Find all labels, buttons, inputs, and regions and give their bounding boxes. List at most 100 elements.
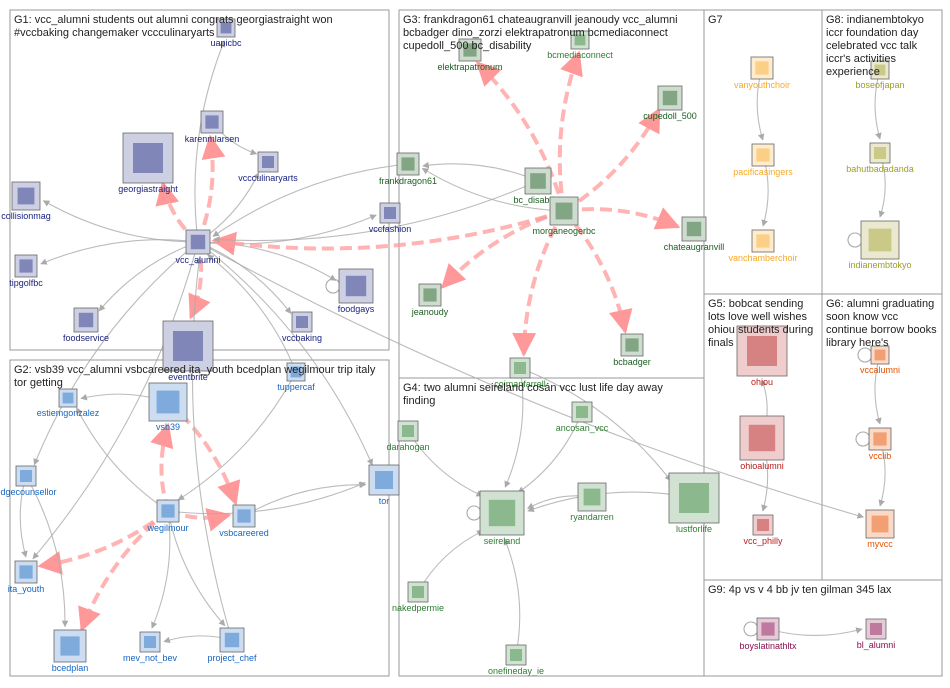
node-ryandarren[interactable]: ryandarren <box>570 482 614 522</box>
group-title-g8-line-2: celebrated vcc talk <box>826 40 918 52</box>
node-seireland[interactable]: seireland <box>479 490 525 546</box>
avatar-myvcc[interactable] <box>865 509 895 539</box>
node-elektrapatronum[interactable]: elektrapatronum <box>437 38 503 72</box>
node-label-bcmediaconnect: bcmediaconnect <box>547 50 613 60</box>
node-project_chef[interactable]: project_chef <box>207 627 257 663</box>
node-boseofjapan[interactable]: boseofjapan <box>855 60 905 90</box>
avatar-image-boseofjapan <box>874 64 886 76</box>
node-ohiou[interactable]: ohiou <box>736 325 788 387</box>
group-title-g2-line-1: tor getting <box>14 377 63 389</box>
node-label-foodgays: foodgays <box>338 304 375 314</box>
node-coimanfarrell[interactable]: coimanfarrell <box>494 357 546 389</box>
node-darahogan[interactable]: darahogan <box>386 420 430 452</box>
node-label-bahutbadadanda: bahutbadadanda <box>846 164 914 174</box>
group-titles: G1: vcc_alumni students out alumni congr… <box>14 14 937 596</box>
avatar-image-ohiou <box>747 336 777 366</box>
node-vcc_alumni[interactable]: vcc_alumni <box>175 229 221 265</box>
avatar-image-bcedplan <box>60 636 80 656</box>
node-frankdragon61[interactable]: frankdragon61 <box>379 152 437 186</box>
edge-edgecounsellor-bcedplan <box>25 475 69 628</box>
node-bcedplan[interactable]: bcedplan <box>52 629 89 673</box>
group-title-g3-line-0: G3: frankdragon61 chateaugranvill jeanou… <box>403 14 678 26</box>
avatar-image-boyslatinathltx <box>761 622 775 636</box>
node-pacificasingers[interactable]: pacificasingers <box>733 143 793 177</box>
node-vanchamberchoir[interactable]: vanchamberchoir <box>728 229 798 263</box>
node-vcc_philly[interactable]: vcc_philly <box>743 514 783 546</box>
edge-vsbcareered-tor <box>243 481 367 517</box>
node-jeanoudy[interactable]: jeanoudy <box>411 283 449 317</box>
node-boyslatinathltx[interactable]: boyslatinathltx <box>739 617 797 651</box>
node-bahutbadadanda[interactable]: bahutbadadanda <box>846 142 914 174</box>
node-vanyouthchoir[interactable]: vanyouthchoir <box>734 56 790 90</box>
node-chateaugranvill[interactable]: chateaugranvill <box>664 216 725 252</box>
edge-morganeogerbc-chateaugranvill <box>563 207 681 230</box>
node-karenmlarsen[interactable]: karenmlarsen <box>185 110 240 144</box>
node-vccalumni[interactable]: vccalumni <box>860 345 900 375</box>
edge-morganeogerbc-vcc_alumni <box>211 209 565 256</box>
node-label-vanchamberchoir: vanchamberchoir <box>728 253 797 263</box>
node-nakedpermie[interactable]: nakedpermie <box>392 581 444 613</box>
group-title-g4-line-0: G4: two alumni seireland cosán vcc lust … <box>403 382 663 394</box>
node-tor[interactable]: tor <box>368 464 400 506</box>
avatar-image-uapicbc <box>220 22 232 34</box>
node-vccbaking[interactable]: vccbaking <box>282 311 322 343</box>
node-onefineday_ie[interactable]: onefineday_ie <box>488 644 544 676</box>
group-title-g6-line-2: continue borrow books <box>826 324 937 336</box>
node-estiemgonzalez[interactable]: estiemgonzalez <box>37 388 100 418</box>
avatar-image-eventbrite <box>173 331 203 361</box>
node-vcclib[interactable]: vcclib <box>868 427 892 461</box>
node-tuppercaf[interactable]: tuppercaf <box>277 362 315 392</box>
node-myvcc[interactable]: myvcc <box>865 509 895 549</box>
node-bcmediaconnect[interactable]: bcmediaconnect <box>547 30 613 60</box>
node-mev_not_bev[interactable]: mev_not_bev <box>123 631 178 663</box>
avatar-image-bahutbadadanda <box>874 147 886 159</box>
avatar-image-chateaugranvill <box>686 221 702 237</box>
node-ancosan_vcc[interactable]: ancosan_vcc <box>556 401 609 433</box>
avatar-image-georgiastraight <box>133 143 163 173</box>
node-foodservice[interactable]: foodservice <box>63 307 109 343</box>
node-cupedoll_500[interactable]: cupedoll_500 <box>643 85 697 121</box>
edge-wegilmour-mev_not_bev <box>151 510 171 629</box>
node-vccfashion[interactable]: vccfashion <box>369 202 412 234</box>
avatar-image-vanyouthchoir <box>755 61 769 75</box>
node-label-cupedoll_500: cupedoll_500 <box>643 111 697 121</box>
node-label-vcc_philly: vcc_philly <box>743 536 783 546</box>
edge-vcc_alumni-ita_youth <box>32 241 199 560</box>
avatar-image-edgecounsellor <box>20 470 32 482</box>
avatar-image-collisionmag <box>17 187 35 205</box>
avatar-image-vcclib <box>873 432 887 446</box>
edge-morganeogerbc-bcmediaconnect <box>557 50 583 212</box>
node-morganeogerbc[interactable]: morganeogerbc <box>532 196 596 236</box>
node-eventbrite[interactable]: eventbrite <box>162 320 214 382</box>
node-label-uapicbc: uapicbc <box>210 38 242 48</box>
avatar-image-onefineday_ie <box>510 649 522 661</box>
edge-coimanfarrell-lustforlife <box>519 367 672 482</box>
node-label-ohiou: ohiou <box>751 377 773 387</box>
node-label-ancosan_vcc: ancosan_vcc <box>556 423 609 433</box>
avatar-image-elektrapatronum <box>463 43 477 57</box>
node-indianembtokyo[interactable]: indianembtokyo <box>848 220 912 270</box>
node-label-ohioalumni: ohioalumni <box>740 461 784 471</box>
node-vsb39[interactable]: vsb39 <box>148 382 188 432</box>
node-foodgays[interactable]: foodgays <box>338 268 375 314</box>
node-lustforlife[interactable]: lustforlife <box>668 472 720 534</box>
node-georgiastraight[interactable]: georgiastraight <box>118 132 178 194</box>
edge-morganeogerbc-frankdragon61 <box>421 167 565 212</box>
node-label-boyslatinathltx: boyslatinathltx <box>739 641 797 651</box>
node-uapicbc[interactable]: uapicbc <box>210 18 242 48</box>
node-ita_youth[interactable]: ita_youth <box>8 560 45 594</box>
node-bl_alumni[interactable]: bl_alumni <box>857 618 896 650</box>
node-label-tuppercaf: tuppercaf <box>277 382 315 392</box>
edge-morganeogerbc-jeanoudy <box>441 209 565 289</box>
node-vsbcareered[interactable]: vsbcareered <box>219 504 269 538</box>
node-collisionmag[interactable]: collisionmag <box>1 181 51 221</box>
node-ohioalumni[interactable]: ohioalumni <box>739 415 785 471</box>
node-bc_disability[interactable]: bc_disability <box>513 167 563 205</box>
node-edgecounsellor[interactable]: edgecounsellor <box>0 465 57 497</box>
node-vccculinaryarts[interactable]: vccculinaryarts <box>238 151 298 183</box>
node-bcbadger[interactable]: bcbadger <box>613 333 651 367</box>
node-wegilmour[interactable]: wegilmour <box>146 499 189 533</box>
avatar-chateaugranvill[interactable] <box>681 216 707 242</box>
node-tipgolfbc[interactable]: tipgolfbc <box>9 254 43 288</box>
